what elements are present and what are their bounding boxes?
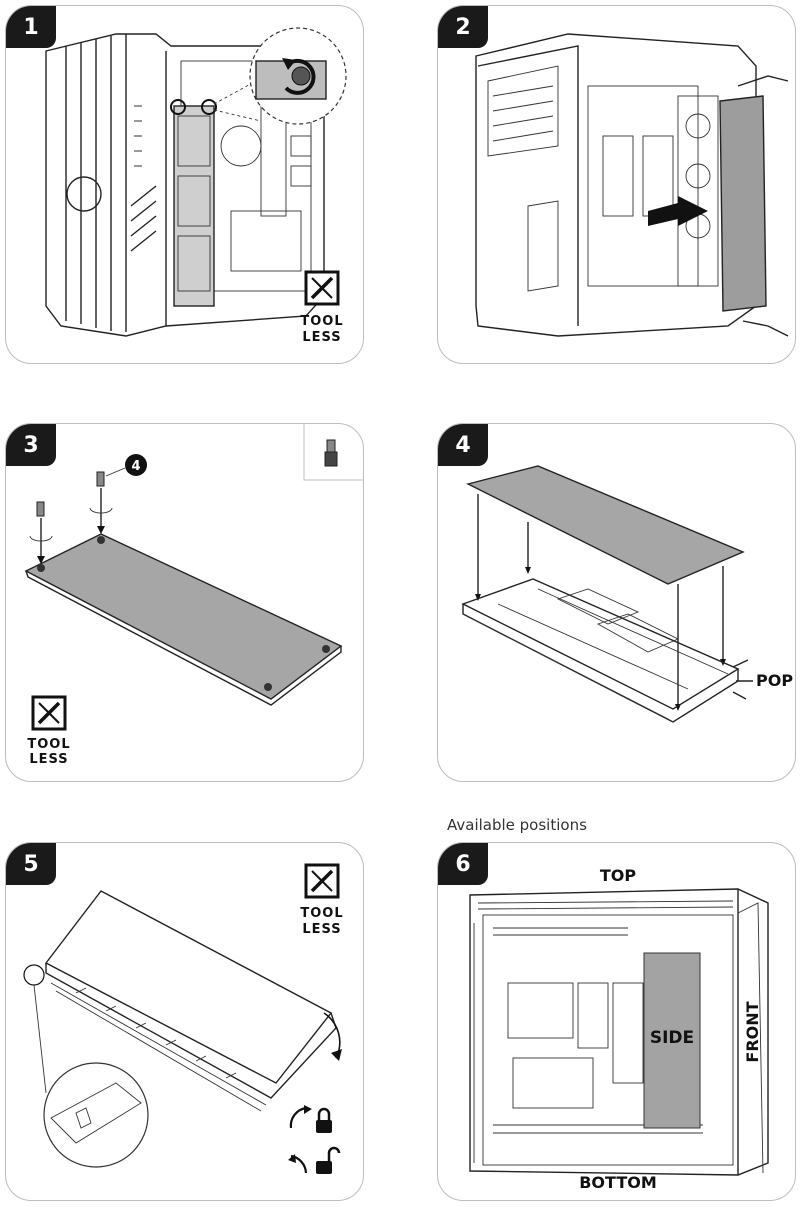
screw-callout-number: 4 (131, 459, 140, 474)
toolless-label-line2: LESS (302, 330, 341, 345)
toolless-label-line2: LESS (302, 922, 341, 937)
step-number-badge: 2 (438, 6, 488, 48)
side-position-label: SIDE (650, 1028, 694, 1048)
toolless-label-line1: TOOL (300, 314, 343, 329)
step-6-panel: TOP SIDE FRONT BOTTOM 6 (437, 842, 796, 1201)
step-number-badge: 5 (6, 843, 56, 885)
toolless-label-line2: LESS (29, 752, 68, 767)
step-3-panel: 4 TOOL LESS 3 (5, 423, 364, 782)
bottom-position-label: BOTTOM (579, 1173, 657, 1192)
step-number-badge: 4 (438, 424, 488, 466)
front-position-label: FRONT (743, 1001, 762, 1062)
step-5-panel: TOOL LESS 5 (5, 842, 364, 1201)
step-2-panel: 2 (437, 5, 796, 364)
step-1-panel: TOOL LESS 1 (5, 5, 364, 364)
step-3-illustration: 4 TOOL LESS (24, 424, 363, 767)
step-number-badge: 1 (6, 6, 56, 48)
step-1-illustration: TOOL LESS (45, 27, 347, 345)
available-positions-caption: Available positions (447, 816, 587, 834)
step-4-panel: POP 4 (437, 423, 796, 782)
step-4-illustration: POP (461, 465, 793, 723)
step-6-illustration: TOP SIDE FRONT BOTTOM (469, 866, 769, 1192)
step-2-illustration (475, 33, 789, 337)
step-number-badge: 6 (438, 843, 488, 885)
step-number-badge: 3 (6, 424, 56, 466)
toolless-label-line1: TOOL (27, 737, 70, 752)
step-5-illustration: TOOL LESS (23, 863, 343, 1174)
pop-label: POP (756, 671, 793, 690)
top-position-label: TOP (600, 866, 637, 885)
toolless-label-line1: TOOL (300, 906, 343, 921)
